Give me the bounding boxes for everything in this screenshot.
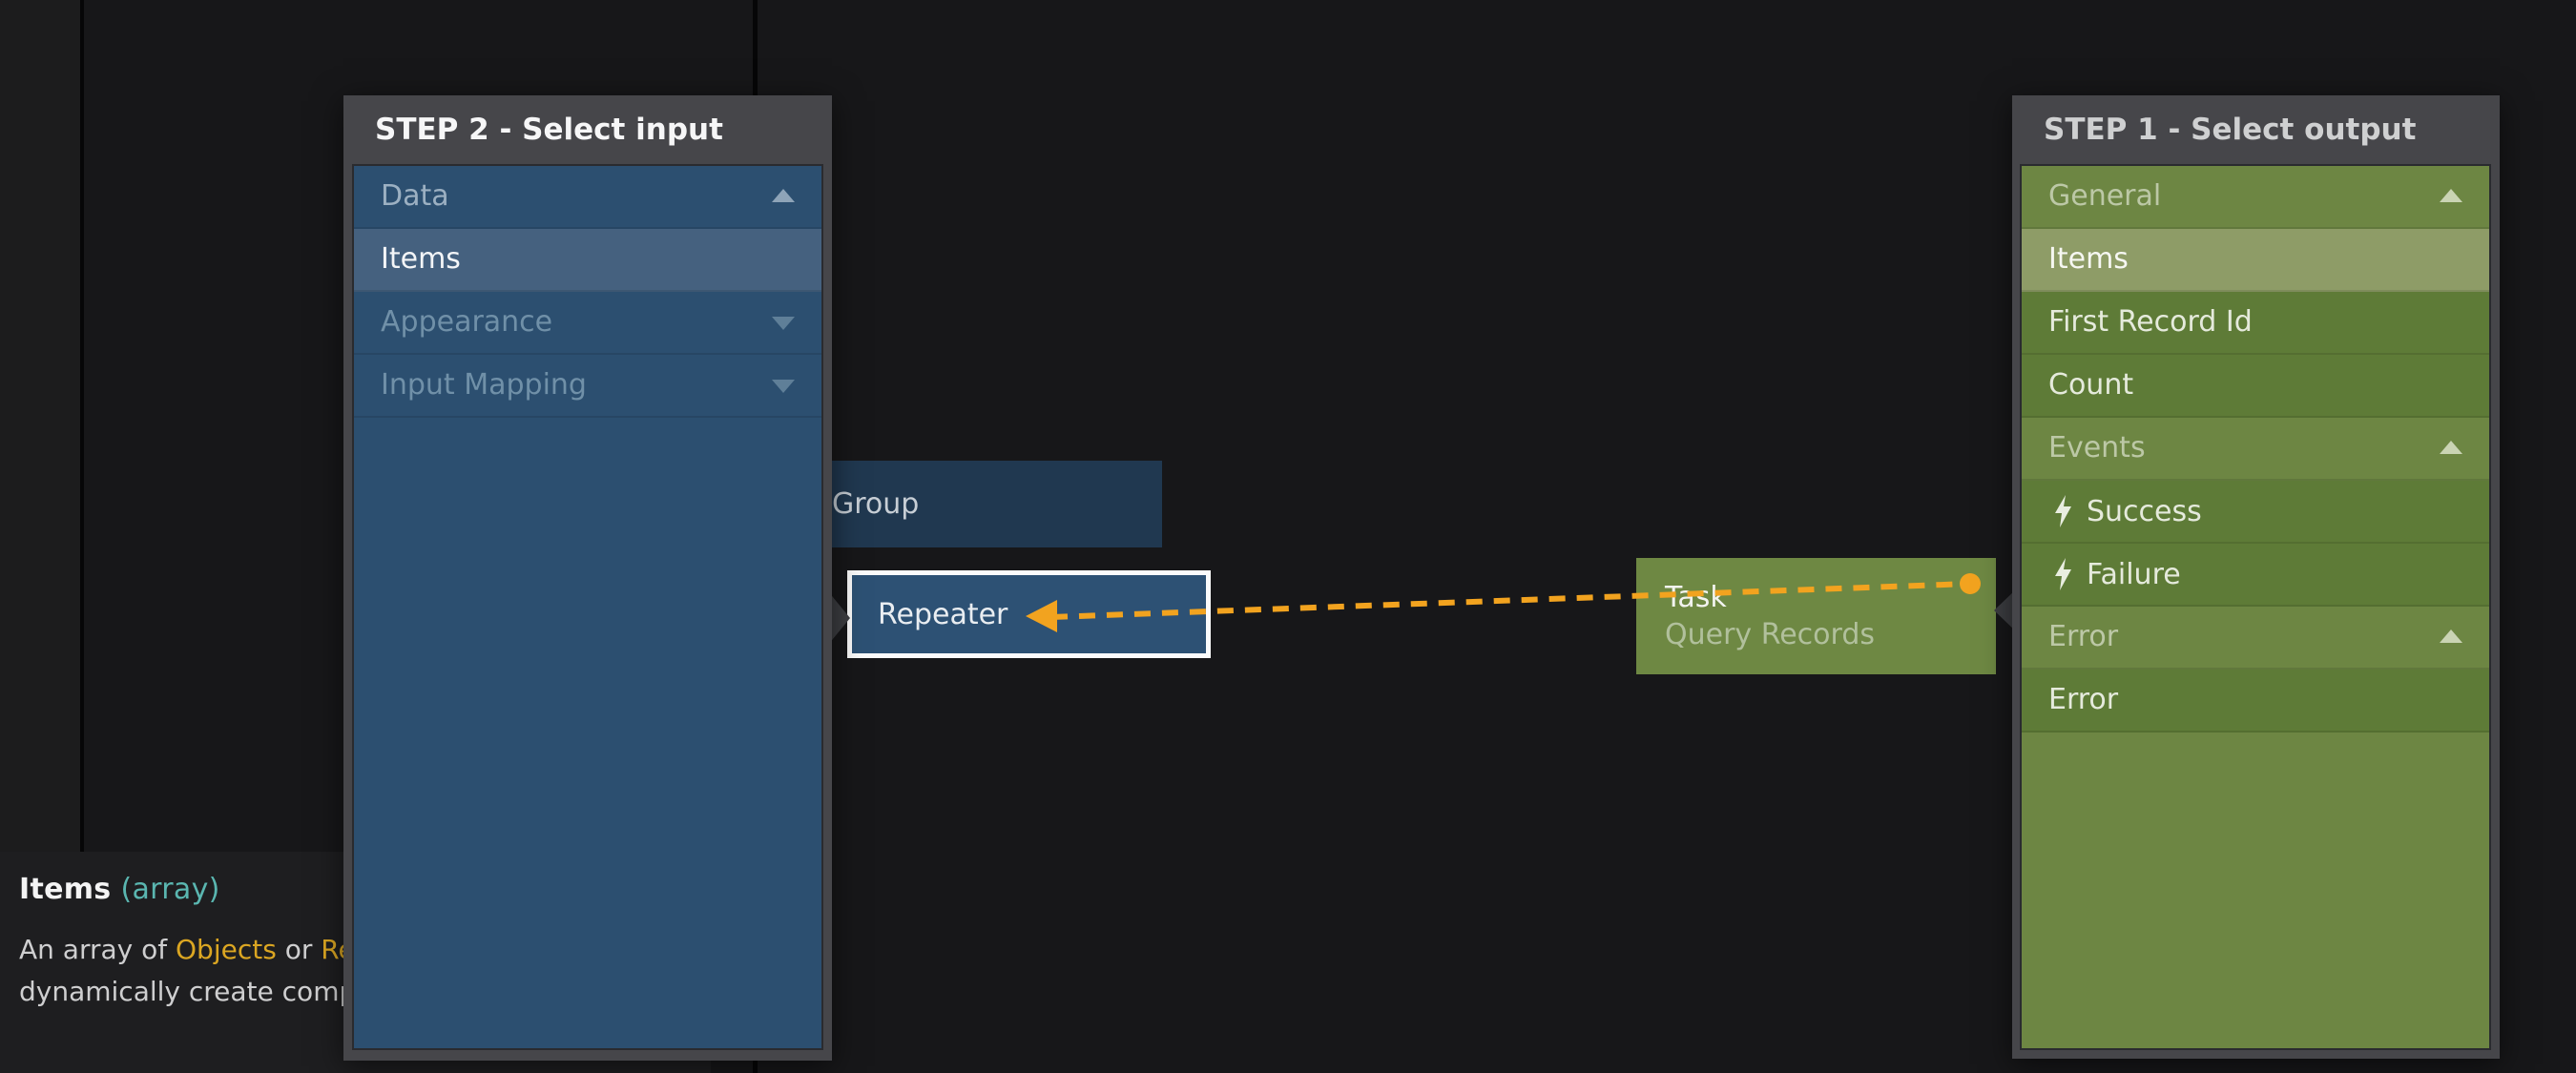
step2-panel-body: Data Items Appearance Input Mapping [352, 164, 823, 1050]
tooltip-property-name: Items(array) [19, 873, 711, 906]
row-label: Count [2048, 368, 2134, 402]
tooltip-description: An array of Objects or Re dynamically cr… [19, 929, 711, 1013]
group-node[interactable]: Group [819, 461, 1162, 547]
row-label: Items [2048, 242, 2129, 276]
step1-row-failure[interactable]: Failure [2022, 544, 2489, 607]
repeater-node-label: Repeater [878, 597, 1008, 631]
row-label: Failure [2087, 557, 2181, 591]
tooltip-description-line1: An array of Objects or Re [19, 934, 355, 965]
step1-row-events[interactable]: Events [2022, 418, 2489, 481]
row-label: General [2048, 179, 2162, 213]
step2-row-input-mapping[interactable]: Input Mapping [354, 355, 821, 418]
step1-panel-body: General Items First Record Id Count Even… [2020, 164, 2491, 1050]
step1-select-output-panel: STEP 1 - Select output General Items Fir… [2012, 95, 2500, 1059]
chevron-down-icon [772, 380, 795, 393]
step1-panel-pointer [1994, 589, 2016, 631]
task-node-label: Task [1665, 581, 1727, 614]
row-label: Error [2048, 683, 2119, 716]
lightning-icon [2055, 495, 2071, 527]
tooltip-title-text: Items [19, 873, 112, 906]
row-label: Data [381, 179, 449, 213]
step2-row-appearance[interactable]: Appearance [354, 292, 821, 355]
chevron-up-icon [2440, 441, 2462, 454]
lightning-icon [2055, 558, 2071, 590]
canvas-grid-line [80, 0, 84, 852]
step1-row-error[interactable]: Error [2022, 670, 2489, 733]
step2-select-input-panel: STEP 2 - Select input Data Items Appeara… [343, 95, 832, 1061]
row-label: Success [2087, 494, 2202, 528]
step2-panel-title: STEP 2 - Select input [375, 113, 723, 147]
chevron-down-icon [772, 317, 795, 330]
tooltip-description-line2: dynamically create comp [19, 976, 357, 1007]
repeater-node[interactable]: Repeater [847, 570, 1211, 658]
row-label: Items [381, 242, 461, 276]
step1-row-general[interactable]: General [2022, 166, 2489, 229]
canvas-left-margin [0, 0, 80, 852]
step1-row-first-record-id[interactable]: First Record Id [2022, 292, 2489, 355]
step2-panel-pointer [828, 591, 850, 645]
row-label: Input Mapping [381, 368, 587, 402]
step2-row-data[interactable]: Data [354, 166, 821, 229]
step1-panel-title: STEP 1 - Select output [2044, 113, 2417, 147]
step1-row-count[interactable]: Count [2022, 355, 2489, 418]
step2-row-items[interactable]: Items [354, 229, 821, 292]
chevron-up-icon [2440, 629, 2462, 643]
row-label: First Record Id [2048, 305, 2253, 339]
row-label: Error [2048, 620, 2119, 653]
tooltip-type-badge: (array) [120, 873, 220, 906]
chevron-up-icon [2440, 189, 2462, 202]
step1-row-error-category[interactable]: Error [2022, 607, 2489, 670]
group-node-label: Group [832, 487, 920, 521]
chevron-up-icon [772, 189, 795, 202]
task-node-sublabel: Query Records [1665, 618, 1875, 651]
row-label: Events [2048, 431, 2146, 464]
task-node[interactable]: Task Query Records [1636, 558, 1996, 674]
step1-row-success[interactable]: Success [2022, 481, 2489, 544]
doc-link-objects: Objects [176, 934, 277, 965]
row-label: Appearance [381, 305, 553, 339]
step1-row-items[interactable]: Items [2022, 229, 2489, 292]
